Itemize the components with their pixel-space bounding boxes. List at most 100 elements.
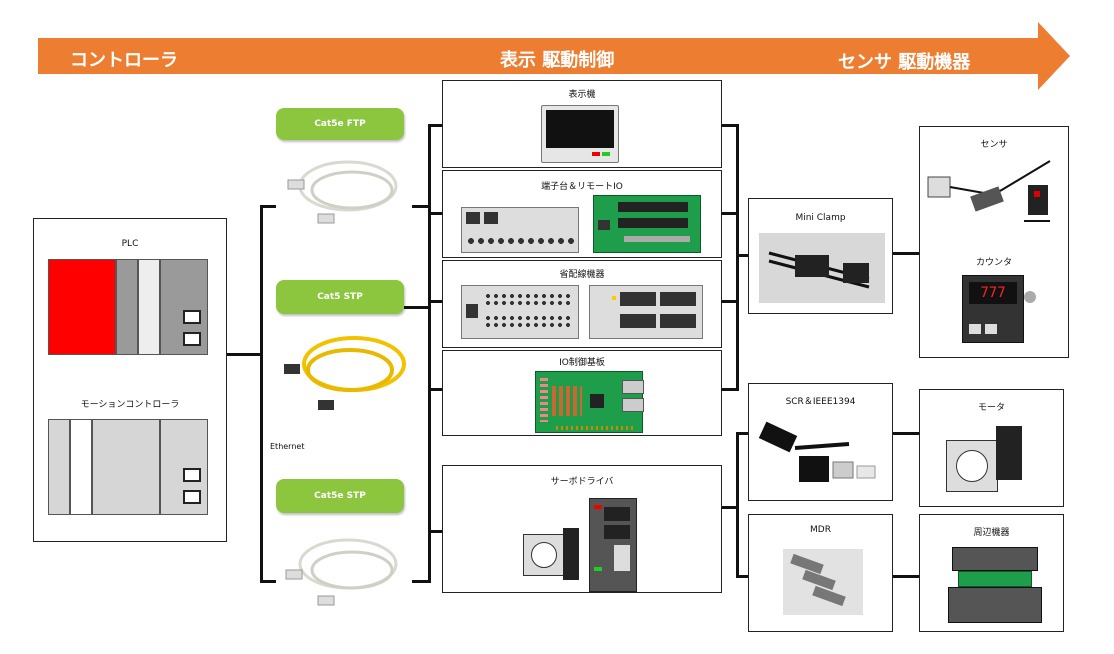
ethernet-port-icon [183,332,201,346]
cable-cat5e-stp-label: Cat5e STP [276,479,404,513]
board-connector [618,218,688,228]
wiring-connector [620,292,656,306]
plc-unit [48,259,208,355]
io-board-chips [552,386,582,416]
display-device-icon [541,105,619,163]
counter-device-icon: 777 [962,275,1024,343]
mini-clamp-image [759,233,885,303]
peripheral-label: 周辺機器 [973,528,1010,538]
scr-box: SCR＆IEEE1394 [748,383,893,501]
banner-left-label: コントローラ [70,50,178,71]
io-board-port [622,380,644,394]
sensor-image [927,160,1051,222]
io-board-edge [556,426,636,430]
plc-cpu-module [48,259,116,355]
cat5e-ftp-cable-image [287,160,398,224]
driver-connector [604,525,630,539]
driver-port [614,545,630,571]
motor-shaft [956,450,988,482]
ethernet-port-icon [183,310,201,324]
cable-cat5-stp-label: Cat5 STP [276,280,404,314]
peripheral-board [958,571,1032,587]
wiring-connector [660,314,696,328]
io-board-cpu [590,394,604,408]
motion-module [160,419,208,515]
counter-button [969,324,981,334]
ethernet-port-icon [183,468,201,482]
terminal-label: 端子台＆リモートIO [541,182,623,192]
counter-button [985,324,997,334]
display-screen [546,110,614,148]
wiring-device-icon-b [589,285,703,339]
mdr-label: MDR [810,525,831,535]
display-label: 表示機 [568,90,596,100]
plc-label: PLC [121,239,139,249]
terminal-screws [466,236,574,246]
board-connector [624,236,690,242]
motor-icon [946,426,1026,496]
peripheral-device-icon [948,547,1042,623]
driver-led [594,505,602,509]
mini-clamp-box: Mini Clamp [748,198,893,314]
motion-controller-label: モーションコントローラ [80,400,180,410]
driver-led [594,567,602,571]
cat5-stp-cable-image [284,336,406,410]
mini-clamp-label: Mini Clamp [795,213,846,223]
io-board-port [622,398,644,412]
servo-motor-icon [523,528,579,580]
terminal-box: 端子台＆リモートIO [442,170,722,258]
wiring-connector [660,292,696,306]
motion-controller-unit [48,419,208,515]
display-led-red [592,152,600,156]
sensor-counter-box: センサ カウンタ 777 [919,126,1069,358]
counter-knob-icon [1024,291,1036,303]
motor-label: モータ [977,403,1005,413]
servo-driver-icon [589,498,637,592]
plc-io-module [116,259,138,355]
wiring-box: 省配線機器 [442,260,722,348]
motion-module [70,419,92,515]
banner-center-label: 表示 駆動制御 [500,50,615,71]
mdr-connector-image [783,549,863,615]
terminal-port [484,212,498,224]
cat5e-stp-cable-image [285,538,398,606]
banner-right-label: センサ 駆動機器 [838,52,971,73]
remote-io-board-icon [593,195,701,253]
io-board-pins [540,378,548,422]
wiring-connector [620,314,656,328]
io-board-box: IO制御基板 [442,350,722,436]
terminal-block-icon [461,207,579,253]
counter-label: カウンタ [975,258,1012,268]
wiring-port [466,304,478,318]
controller-panel: PLC モーションコントローラ [33,218,227,542]
motion-module [48,419,70,515]
servo-box: サーボドライバ [442,465,722,593]
scr-label: SCR＆IEEE1394 [785,397,856,407]
board-connector [618,202,688,212]
motor-body [996,426,1022,480]
motor-shaft [531,542,557,568]
wiring-terminals [484,314,570,328]
wiring-device-icon-a [461,285,579,339]
counter-display: 777 [969,282,1017,304]
board-port [598,220,610,230]
terminal-port [466,212,480,224]
wiring-label: 省配線機器 [559,270,605,280]
scr-connector-image [758,421,876,482]
display-box: 表示機 [442,80,722,168]
plc-comm-module [160,259,208,355]
wiring-led [612,296,616,300]
motor-box: モータ [919,389,1064,507]
peripheral-connector [952,547,1038,571]
motor-body [563,528,579,580]
peripheral-connector [948,587,1042,623]
plc-spacer-module [138,259,160,355]
io-board-label: IO制御基板 [559,358,605,368]
io-board-icon [535,371,644,433]
driver-connector [604,507,630,521]
flow-arrow [38,22,1070,90]
display-led-green [602,152,610,156]
cable-cat5e-ftp-label: Cat5e FTP [276,108,404,140]
motion-module [92,419,160,515]
sensor-label: センサ [980,140,1008,150]
